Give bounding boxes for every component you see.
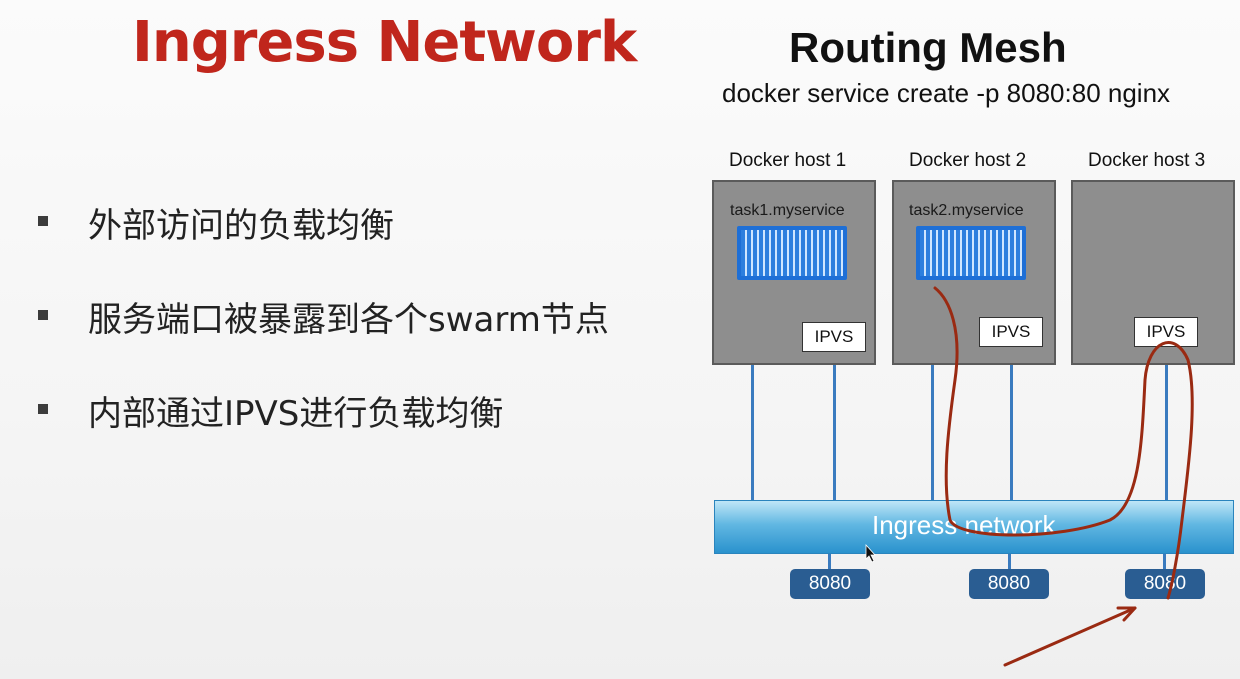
bullet-marker (38, 216, 48, 226)
bullet-text: 外部访问的负载均衡 (88, 206, 394, 246)
diagram-title: Routing Mesh (789, 24, 1067, 71)
arrow-annotation (1003, 606, 1137, 667)
connector-line (1165, 346, 1168, 502)
task-1-label: task1.myservice (730, 202, 845, 219)
bullet-marker (38, 404, 48, 414)
container-icon (916, 226, 1026, 280)
mouse-cursor-icon (865, 543, 876, 563)
diagram-command: docker service create -p 8080:80 nginx (722, 78, 1171, 108)
connector-line (1163, 553, 1166, 570)
bullet-marker (38, 310, 48, 320)
connector-line (1008, 553, 1011, 570)
connector-line (931, 282, 934, 502)
connector-line (1010, 346, 1013, 502)
page-title: Ingress Network (132, 10, 637, 75)
connector-line (833, 352, 836, 502)
bullet-text: 服务端口被暴露到各个swarm节点 (88, 300, 609, 340)
host-3-label: Docker host 3 (1088, 150, 1206, 171)
port-badge-1: 8080 (790, 569, 870, 599)
port-badge-3: 8080 (1125, 569, 1205, 599)
ipvs-box-2: IPVS (979, 317, 1043, 347)
port-badge-2: 8080 (969, 569, 1049, 599)
ipvs-box-1: IPVS (802, 322, 866, 352)
traffic-path-annotation (933, 286, 1194, 600)
connector-line (828, 553, 831, 570)
bullet-text: 内部通过IPVS进行负载均衡 (88, 394, 504, 434)
ingress-network-bar (714, 500, 1234, 554)
task-2-label: task2.myservice (909, 202, 1024, 219)
host-2-label: Docker host 2 (909, 150, 1027, 171)
connector-line (751, 282, 754, 502)
host-1-label: Docker host 1 (729, 150, 847, 171)
container-icon (737, 226, 847, 280)
arrow-head-icon (1116, 606, 1137, 622)
